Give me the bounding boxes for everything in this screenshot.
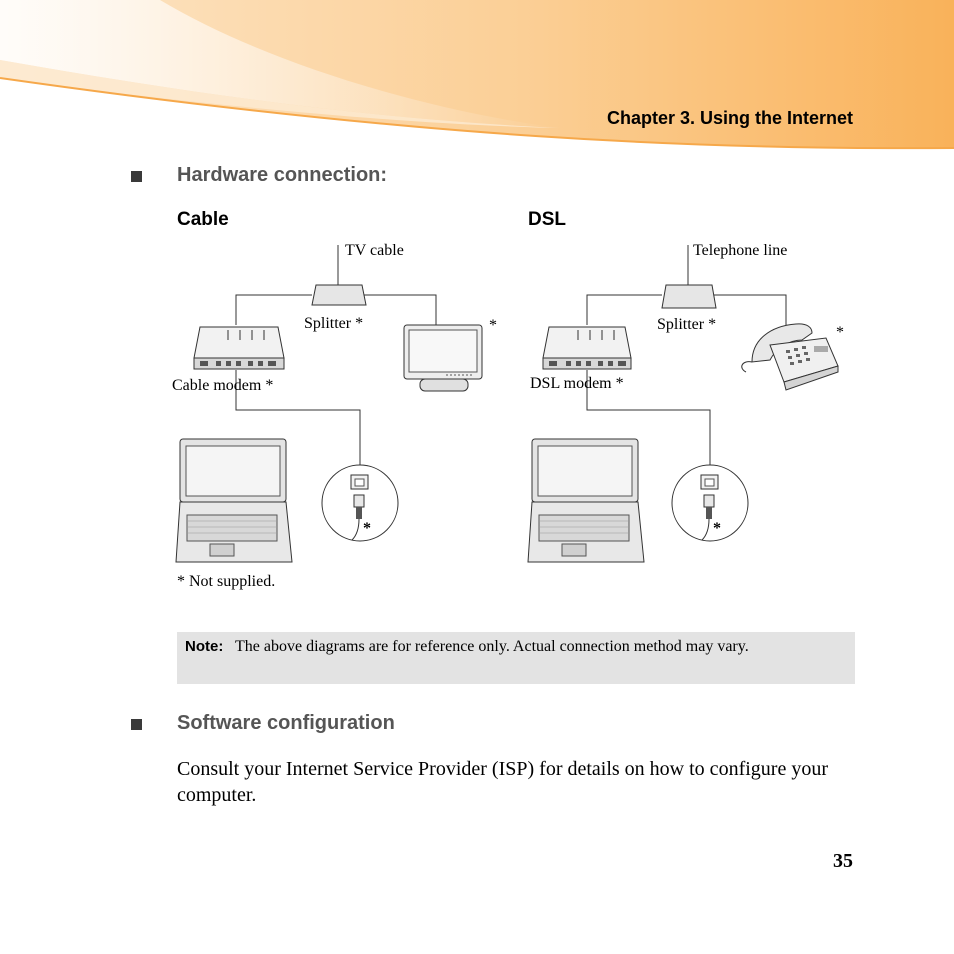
- note-text: The above diagrams are for reference onl…: [235, 638, 749, 655]
- cable-laptop-icon: [175, 438, 293, 563]
- section-heading-software: Software configuration: [177, 712, 395, 734]
- cable-connector-mark: *: [363, 520, 371, 537]
- cable-splitter-icon: [311, 284, 367, 306]
- monitor-icon: [403, 324, 483, 392]
- monitor-not-supplied-mark: *: [489, 317, 497, 334]
- dsl-splitter-label: Splitter *: [657, 316, 717, 333]
- bullet-icon: [131, 171, 142, 182]
- chapter-title: Chapter 3. Using the Internet: [606, 108, 853, 128]
- dsl-laptop-icon: [527, 438, 645, 563]
- note-box: Note: The above diagrams are for referen…: [177, 632, 855, 684]
- bullet-icon: [131, 719, 142, 730]
- telephone-line-label: Telephone line: [693, 242, 788, 259]
- software-body-text: Consult your Internet Service Provider (…: [177, 758, 828, 806]
- cable-modem-label: Cable modem *: [172, 377, 274, 394]
- phone-not-supplied-mark: *: [836, 324, 844, 341]
- dsl-title: DSL: [528, 209, 566, 230]
- cable-title: Cable: [177, 209, 229, 230]
- page-number: 35: [833, 850, 853, 872]
- header-banner: [0, 0, 954, 150]
- dsl-connector-mark: *: [713, 520, 721, 537]
- dsl-modem-label: DSL modem *: [530, 375, 624, 392]
- telephone-icon: [741, 323, 839, 391]
- connection-diagram: [175, 245, 839, 563]
- not-supplied-footnote: * Not supplied.: [177, 573, 276, 590]
- cable-splitter-label: Splitter *: [304, 315, 364, 332]
- tv-cable-label: TV cable: [345, 242, 404, 259]
- note-label: Note:: [185, 638, 224, 655]
- section-heading-hardware: Hardware connection:: [177, 164, 388, 186]
- cable-modem-icon: [193, 326, 285, 370]
- dsl-modem-icon: [542, 326, 632, 370]
- cable-ethernet-connector-icon: [321, 464, 399, 542]
- dsl-splitter-icon: [661, 284, 717, 309]
- dsl-ethernet-connector-icon: [671, 464, 749, 542]
